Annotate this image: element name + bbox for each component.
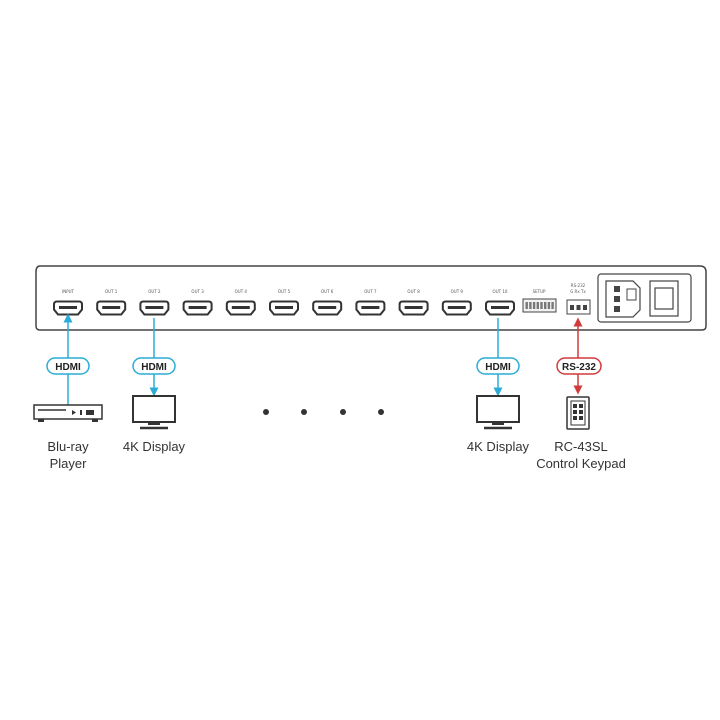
setup-switch[interactable]: SETUP (522, 289, 557, 313)
hdmi-pill (132, 357, 176, 375)
fuse-holder-icon (626, 288, 637, 301)
hdmi-port-contacts (447, 306, 466, 309)
hdmi-port-out-4[interactable]: OUT 4 (225, 289, 256, 316)
hdmi-port-label: OUT 5 (278, 289, 291, 294)
dip-switch-levers (525, 302, 554, 309)
power-switch-rocker (654, 287, 674, 310)
hdmi-connection-out2: HDMI (132, 318, 176, 397)
hdmi-port-label: INPUT (62, 289, 75, 294)
rs232-pill-label: RS-232 (562, 362, 596, 373)
hdmi-port-label: OUT 3 (191, 289, 204, 294)
hdmi-ports: INPUT OUT 1 OUT 2 OUT 3 OUT 4 OUT 5 OUT 6 OUT 7… (53, 289, 515, 316)
hdmi-port-label: OUT 10 (493, 289, 508, 294)
dip-lever[interactable] (547, 302, 551, 309)
terminal-pin-tx (583, 305, 587, 310)
hdmi-port-out-7[interactable]: OUT 7 (355, 289, 386, 316)
rs232-port-label: RS-232 (571, 283, 586, 288)
hdmi-pill (476, 357, 520, 375)
dip-switch-body (522, 298, 557, 313)
dip-lever[interactable] (532, 302, 536, 309)
hdmi-port-label: OUT 2 (148, 289, 161, 294)
hdmi-port-label: OUT 9 (451, 289, 464, 294)
hdmi-port-input[interactable]: INPUT (53, 289, 83, 316)
hdmi-port-out-1[interactable]: OUT 1 (96, 289, 127, 316)
hdmi-pill (46, 357, 90, 375)
rs232-connection: RS-232 (556, 317, 602, 395)
setup-label: SETUP (533, 289, 546, 294)
dip-lever[interactable] (540, 302, 543, 309)
hdmi-port-out-2[interactable]: OUT 2 (139, 289, 170, 316)
hdmi-port-contacts (188, 306, 207, 309)
rs232-pill (556, 357, 602, 375)
power-module (597, 273, 692, 323)
keypad-label-line2: Control Keypad (536, 456, 626, 471)
hdmi-port-contacts (275, 306, 293, 309)
dip-lever[interactable] (529, 302, 532, 309)
dip-lever[interactable] (544, 302, 547, 309)
hdmi-pill-label: HDMI (141, 362, 167, 373)
hdmi-port-label: OUT 6 (321, 289, 334, 294)
hdmi-connection-out10: HDMI (476, 318, 520, 397)
hdmi-port-label: OUT 7 (364, 289, 377, 294)
hdmi-port-out-3[interactable]: OUT 3 (182, 289, 213, 316)
keypad-icon (566, 396, 590, 430)
hdmi-port-contacts (102, 306, 121, 309)
bluray-label-line2: Player (50, 456, 88, 471)
hdmi-port-out-10[interactable]: OUT 10 (485, 289, 515, 316)
hdmi-port-contacts (361, 306, 380, 309)
dip-lever[interactable] (551, 302, 554, 309)
display-1-label: 4K Display (123, 439, 186, 454)
hdmi-port-label: OUT 1 (105, 289, 118, 294)
ellipsis-dots (263, 409, 384, 415)
dip-lever[interactable] (525, 302, 528, 309)
bluray-label-line1: Blu-ray (47, 439, 89, 454)
display-2-label: 4K Display (467, 439, 530, 454)
hdmi-port-out-8[interactable]: OUT 8 (398, 289, 429, 316)
hdmi-connection-input: HDMI (46, 313, 90, 406)
hdmi-port-out-5[interactable]: OUT 5 (269, 289, 299, 316)
keypad-label-line1: RC-43SL (554, 439, 607, 454)
hdmi-port-contacts (404, 306, 423, 309)
hdmi-port-out-9[interactable]: OUT 9 (441, 289, 472, 316)
dip-lever[interactable] (536, 302, 539, 309)
hdmi-port-label: OUT 8 (407, 289, 420, 294)
hdmi-pill-label: HDMI (55, 362, 81, 373)
hdmi-port-contacts (491, 306, 509, 309)
hdmi-port-contacts (59, 306, 77, 309)
hdmi-port-label: OUT 4 (235, 289, 248, 294)
hdmi-port-contacts (318, 306, 337, 309)
terminal-pin-g (570, 305, 574, 310)
hdmi-pill-label: HDMI (485, 362, 511, 373)
display-icon (132, 395, 176, 430)
display-icon (476, 395, 520, 430)
rs232-terminal[interactable]: RS-232 G Rx Tx (566, 283, 591, 315)
hdmi-port-contacts (145, 306, 164, 309)
hdmi-port-contacts (231, 306, 250, 309)
terminal-pin-rx (576, 305, 581, 310)
bluray-player-icon (33, 404, 103, 422)
hdmi-port-out-6[interactable]: OUT 6 (312, 289, 343, 316)
rs232-pin-label: G Rx Tx (570, 289, 586, 294)
